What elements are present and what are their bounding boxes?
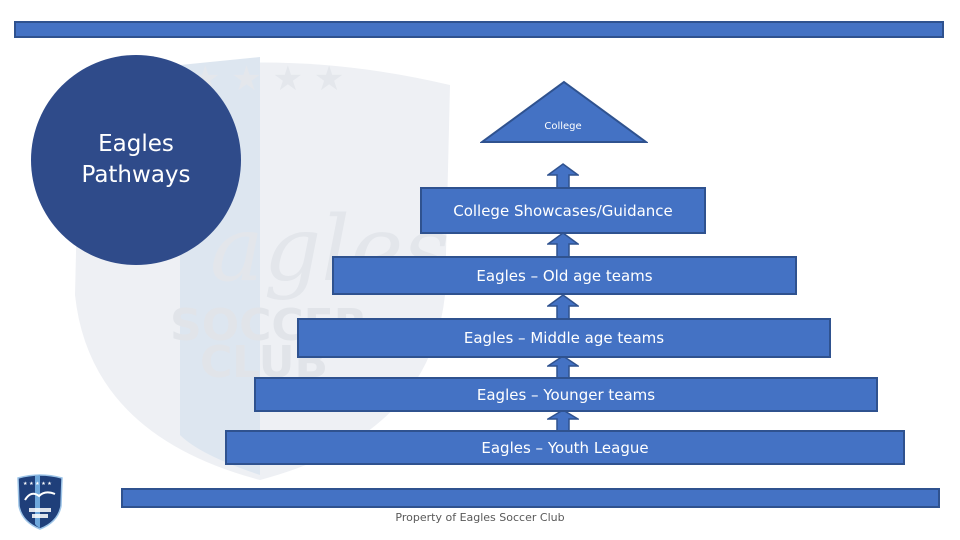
apex-label: College (544, 121, 582, 132)
tier-college-showcases: College Showcases/Guidance (420, 187, 706, 234)
up-arrow-icon (547, 294, 579, 321)
up-arrow-icon (547, 163, 579, 190)
svg-text:★ ★ ★ ★ ★: ★ ★ ★ ★ ★ (23, 481, 52, 487)
tier-label: Eagles – Old age teams (476, 266, 653, 285)
pathways-title: Eagles Pathways (81, 131, 191, 188)
bottom-banner-bar (121, 488, 940, 508)
pathways-title-circle: Eagles Pathways (31, 55, 241, 265)
tier-old-age-teams: Eagles – Old age teams (332, 256, 797, 295)
tier-label: Eagles – Middle age teams (463, 329, 665, 347)
eagles-club-logo: ★ ★ ★ ★ ★ (17, 474, 63, 530)
up-arrow-icon (547, 232, 579, 259)
tier-middle-age-teams: Eagles – Middle age teams (297, 318, 831, 358)
top-banner-bar (14, 21, 944, 38)
tier-label: Eagles – Youth League (481, 438, 649, 457)
tier-youth-league: Eagles – Youth League (225, 430, 905, 465)
college-apex-triangle (480, 80, 648, 143)
tier-label: Eagles – Younger teams (476, 385, 656, 404)
tier-label: College Showcases/Guidance (453, 201, 673, 220)
tier-younger-teams: Eagles – Younger teams (254, 377, 878, 412)
footer-text: Property of Eagles Soccer Club (395, 511, 565, 524)
